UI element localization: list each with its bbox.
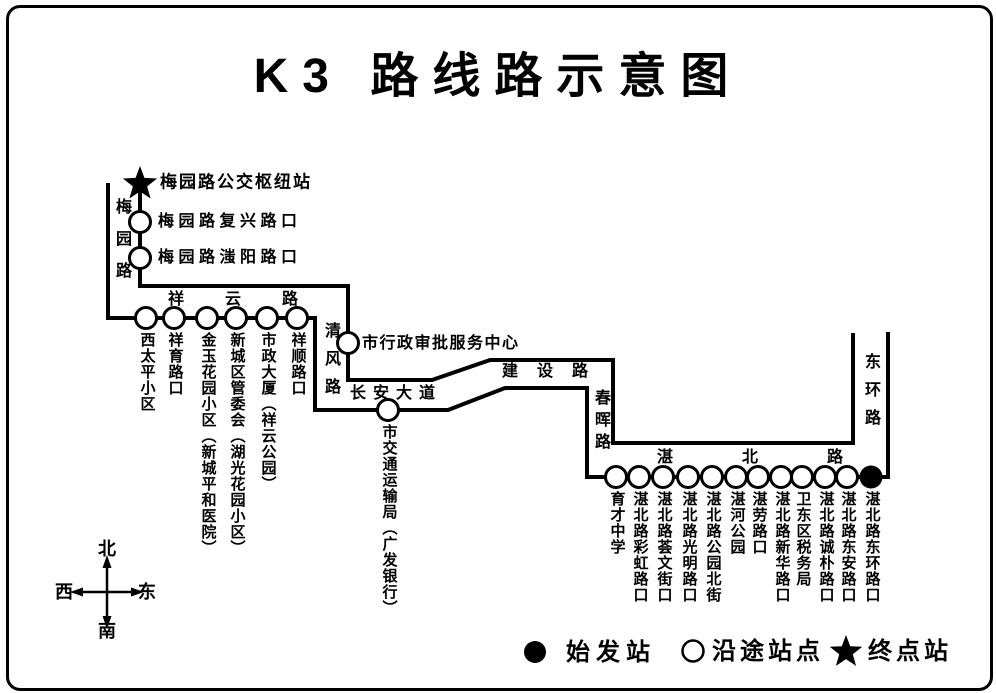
station-label: 湛北路新华路口: [773, 491, 790, 603]
station-circles: [128, 210, 859, 489]
station-label-origin: 湛北路东环路口: [863, 491, 880, 603]
legend-origin-label: 始发站: [566, 640, 656, 666]
compass-arrowheads: [70, 555, 144, 629]
station-label: 市交通运输局（广发银行）: [380, 424, 397, 616]
station-label: 湛北路荟文街口: [655, 491, 672, 603]
station-circle: [128, 210, 152, 234]
station-label: 湛北路光明路口: [680, 491, 697, 603]
station-circle: [255, 306, 279, 330]
origin-station-dot: [859, 465, 883, 489]
station-circle: [700, 465, 724, 489]
legend-enroute-label: 沿途站点: [712, 639, 824, 665]
road-label-meiyuan: 梅园路: [113, 198, 130, 294]
station-label: 湛北路公园北街: [704, 491, 721, 603]
legend-origin-dot: [524, 641, 546, 663]
station-label: 市政大厦（祥云公园）: [259, 332, 276, 492]
station-label: 市行政审批服务中心: [362, 335, 520, 352]
legend-terminal-star-icon: [829, 634, 863, 666]
station-circle: [676, 465, 700, 489]
compass-north-label: 北: [98, 539, 116, 559]
station-circle: [336, 331, 360, 355]
terminal-star-icon: [122, 166, 158, 199]
route-line-terminal-branch: [138, 178, 855, 445]
station-circle: [285, 306, 309, 330]
road-label-qingfeng: 清风路: [322, 322, 339, 406]
station-label: 新城区管委会（湖光花园小区）: [228, 332, 245, 556]
compass-west-label: 西: [55, 582, 73, 602]
station-circle: [813, 465, 837, 489]
station-circle: [651, 465, 675, 489]
station-circle: [790, 465, 814, 489]
station-circle: [769, 465, 793, 489]
station-circle: [162, 306, 186, 330]
station-label: 金玉花园小区（新城平和医院）: [199, 332, 216, 556]
station-label: 梅园路复兴路口: [158, 213, 302, 230]
compass-south-label: 南: [98, 621, 116, 641]
station-label: 卫东区税务局: [794, 491, 811, 587]
station-label: 湛北路东安路口: [839, 491, 856, 603]
station-label: 湛劳路口: [750, 491, 767, 555]
station-label: 梅园路滍阳路口: [158, 249, 302, 266]
station-circle: [128, 246, 152, 270]
road-label-donghuan: 东环路: [862, 353, 879, 437]
station-circle: [746, 465, 770, 489]
legend-terminal-label: 终点站: [868, 639, 952, 665]
station-label: 祥顺路口: [289, 332, 306, 396]
station-circle: [376, 398, 400, 422]
station-label: 湛北路彩虹路口: [631, 491, 648, 603]
station-label: 祥育路口: [166, 332, 183, 396]
road-label-changan: 长安大道: [350, 385, 443, 402]
station-circle: [627, 465, 651, 489]
station-circle: [195, 306, 219, 330]
diagram-border: [6, 5, 993, 691]
station-circle: [724, 465, 748, 489]
legend-enroute-circle: [681, 639, 705, 663]
station-circle: [835, 465, 859, 489]
station-circle: [134, 306, 158, 330]
road-label-xiangyun: 祥云路: [168, 291, 340, 308]
station-label: 湛河公园: [728, 491, 745, 555]
page-title: K3 路线路示意图: [253, 50, 743, 103]
station-label-terminal: 梅园路公交枢纽站: [160, 172, 312, 192]
station-circle: [224, 306, 248, 330]
road-label-jianshe: 建设路: [502, 363, 608, 380]
compass-icon: [80, 565, 134, 619]
station-label: 西太平小区: [138, 332, 155, 412]
road-label-zhanbei: 湛北路: [657, 449, 913, 466]
station-label: 育才中学: [608, 491, 625, 555]
station-circle: [604, 465, 628, 489]
station-label: 湛北路诚朴路口: [817, 491, 834, 603]
compass-east-label: 东: [138, 582, 156, 602]
road-label-chunhui: 春晖路: [592, 389, 609, 455]
